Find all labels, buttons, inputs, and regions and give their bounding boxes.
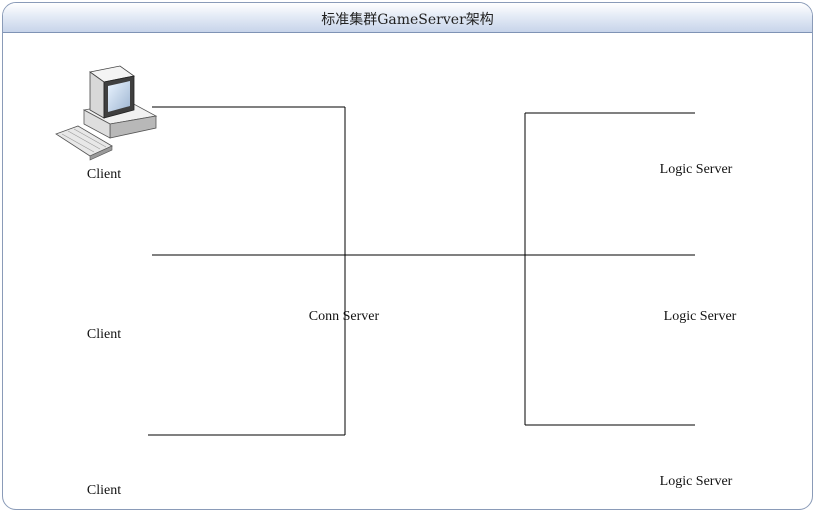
connection-lines: [148, 106, 695, 436]
conn-server-label: Conn Server: [308, 309, 380, 324]
logic-server-bottom-label: Logic Server: [659, 474, 733, 489]
diagram-title: 标准集群GameServer架构: [321, 12, 494, 28]
title-bar: 标准集群GameServer架构: [3, 3, 812, 33]
client-bottom-label: Client: [86, 483, 122, 498]
desktop-computer-icon: [55, 65, 158, 161]
logic-server-mid-label: Logic Server: [663, 309, 737, 324]
logic-server-top-label: Logic Server: [659, 162, 733, 177]
client-top-label: Client: [86, 167, 122, 182]
client-mid-label: Client: [86, 327, 122, 342]
